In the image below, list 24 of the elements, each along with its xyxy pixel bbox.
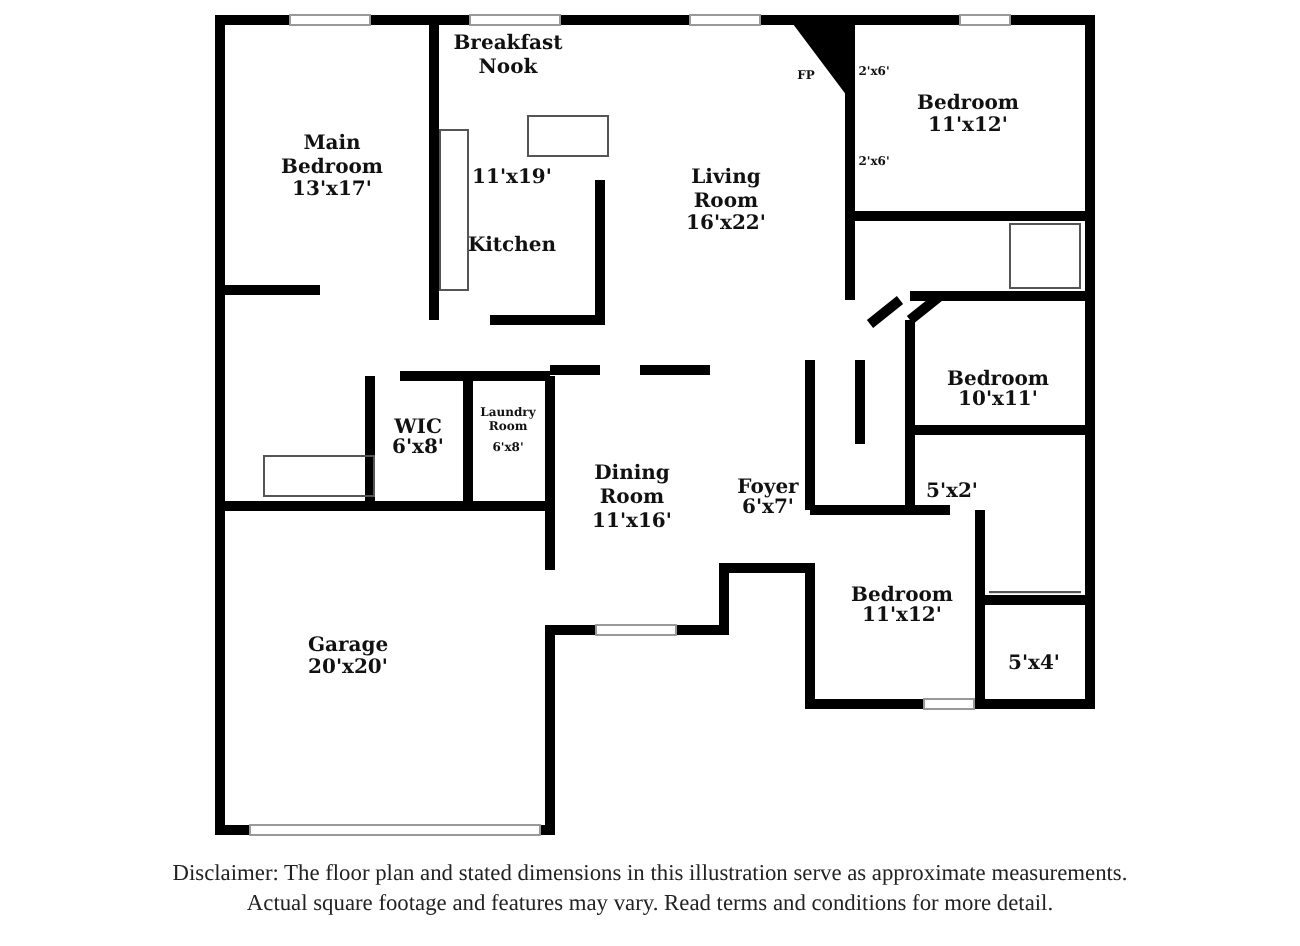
room-label: 5'x4' [1008,652,1060,676]
room-label: Living Room [689,167,763,213]
room-label: 6'x7' [742,496,794,520]
room-label: Main Bedroom [279,133,385,179]
room-label: WIC [394,416,442,439]
room-label: 13'x17' [292,178,372,202]
room-label: 11'x12' [928,114,1008,138]
room-label: 6'x8' [392,436,444,460]
room-label: 10'x11' [958,388,1038,412]
room-label: 20'x20' [308,656,388,680]
room-label: Bedroom [851,584,953,607]
room-label: Garage [307,634,389,657]
room-label: Foyer [737,476,799,499]
room-label: 11'x19' [472,166,552,190]
room-label: 11'x12' [862,604,942,628]
room-label: Breakfast Nook [451,33,565,79]
room-label: 5'x2' [926,480,978,504]
room-label: 16'x22' [686,212,766,236]
room-label: Kitchen [467,234,557,258]
room-label: Bedroom [947,368,1049,391]
room-label: Bedroom [917,92,1019,116]
room-label: Dining Room [592,463,672,509]
disclaimer-caption: Disclaimer: The floor plan and stated dimensions in this illustration serve as approximate measurements. Actual square footage and features may vary. Read terms and conditions for more detail. [170,860,1130,920]
room-label: 11'x16' [592,510,672,534]
